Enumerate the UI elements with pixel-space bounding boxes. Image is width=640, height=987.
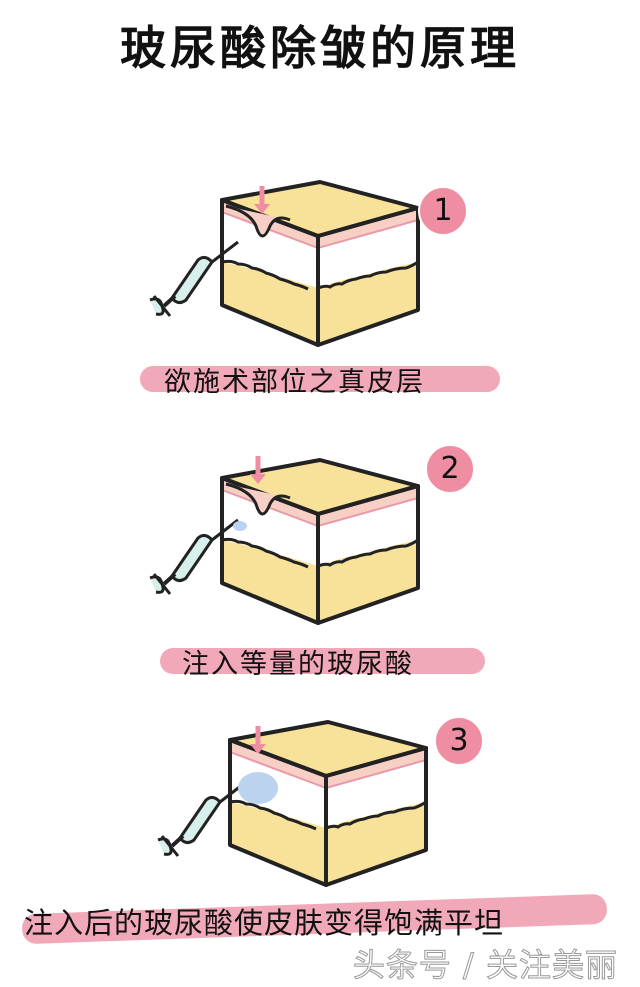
watermark: 头条号 / 关注美丽 [352, 946, 618, 985]
step-number-1: 1 [418, 186, 468, 236]
caption-highlight-2 [160, 648, 485, 674]
filler-drop [233, 521, 247, 531]
caption-step-2: 注入等量的玻尿酸 [182, 649, 414, 680]
skin-cube-step-2 [148, 456, 420, 625]
caption-step-3: 注入后的玻尿酸使皮肤变得饱满平坦 [24, 906, 505, 940]
skin-cube-step-3 [156, 720, 428, 887]
filler-blob [238, 772, 278, 804]
page-title: 玻尿酸除皱的原理 [120, 21, 520, 75]
step-number-3: 3 [434, 716, 484, 766]
caption-step-1: 欲施术部位之真皮层 [164, 367, 425, 398]
caption-highlight-1 [140, 366, 500, 392]
step-number-2: 2 [425, 444, 475, 494]
skin-cube-step-1 [148, 180, 420, 347]
